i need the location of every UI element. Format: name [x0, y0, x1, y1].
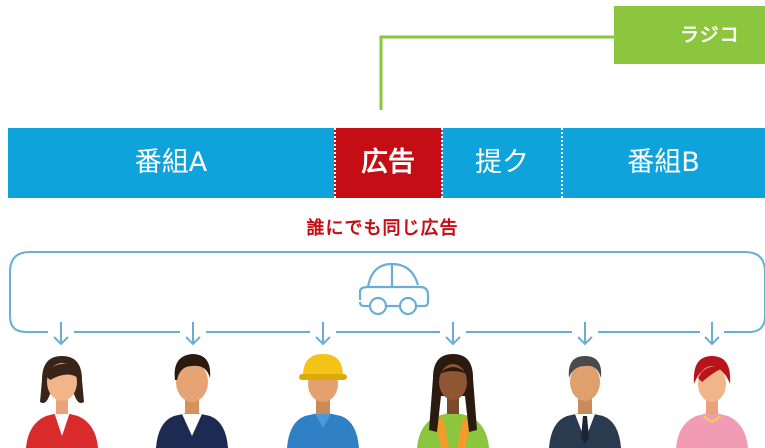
arrow-icon — [53, 322, 720, 346]
woman-redhair-icon — [676, 356, 748, 448]
divider-right — [561, 128, 563, 198]
program-a-segment: 番組A — [8, 128, 334, 198]
ad-label: 広告 — [361, 147, 415, 178]
radiko-label: ラジコ — [680, 24, 740, 46]
car-icon — [358, 262, 430, 316]
divider-left — [334, 128, 336, 198]
worker-icon — [287, 354, 359, 448]
distribution-network — [9, 251, 765, 346]
same-ad-caption: 誰にでも同じ広告 — [306, 218, 459, 239]
program-a-label: 番組A — [134, 147, 208, 178]
ad-segment: 広告 — [334, 128, 442, 198]
woman-icon — [26, 356, 98, 448]
radiko-tag: ラジコ — [614, 6, 765, 64]
sponsor-label: 提ク — [475, 147, 529, 178]
divider-mid — [441, 128, 443, 198]
woman-braids-icon — [417, 354, 489, 448]
man-icon — [156, 354, 228, 448]
businessman-icon — [549, 356, 621, 448]
program-b-segment: 番組B — [562, 128, 765, 198]
connector-line — [379, 35, 614, 110]
program-b-label: 番組B — [627, 147, 700, 178]
sponsor-segment: 提ク — [442, 128, 562, 198]
broadcast-timeline: 番組A 広告 提ク 番組B — [8, 128, 765, 198]
